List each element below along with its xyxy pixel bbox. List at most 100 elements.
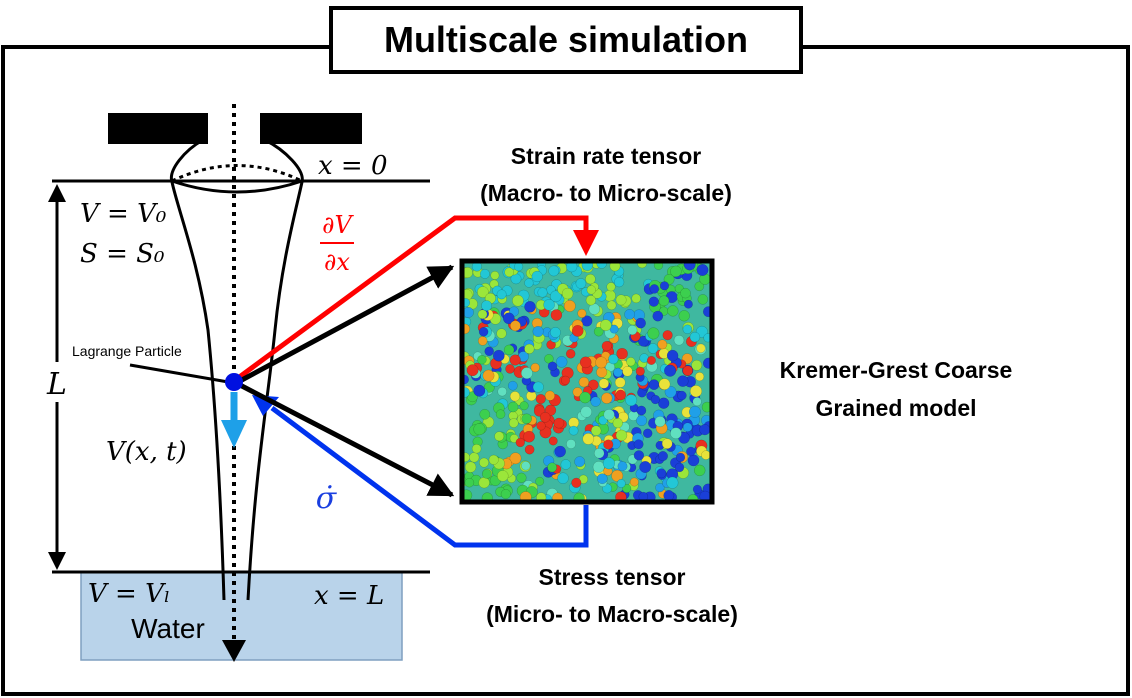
md-bead [702, 357, 710, 369]
md-bead [582, 433, 595, 445]
md-bead [595, 356, 608, 369]
md-bead [509, 391, 521, 402]
md-bead [666, 349, 679, 362]
md-bead [596, 473, 608, 485]
md-bead [664, 364, 677, 377]
jet-ellipse-front [171, 179, 303, 194]
md-bead [514, 263, 524, 272]
center-axis-arrowhead [222, 640, 246, 662]
md-bead [509, 434, 519, 443]
md-bead [699, 424, 710, 436]
md-bead [603, 409, 615, 421]
md-bead [654, 416, 666, 428]
md-bead [482, 369, 495, 382]
md-bead [587, 379, 599, 391]
md-bead [662, 330, 673, 341]
md-bead [492, 349, 505, 362]
md-bead [490, 270, 500, 280]
md-bead [670, 427, 682, 440]
md-bead [502, 312, 515, 325]
md-bead [548, 436, 558, 446]
md-bead [547, 462, 558, 473]
md-bead [549, 290, 562, 303]
md-bead [509, 452, 522, 465]
md-bead [675, 452, 686, 463]
md-bead [658, 378, 671, 391]
md-bead [549, 326, 561, 338]
md-bead [471, 443, 482, 454]
md-bead [658, 397, 670, 409]
md-bead [477, 286, 489, 298]
md-bead [519, 491, 532, 500]
stress-title-line1: Stress tensor [538, 564, 685, 590]
md-bead [561, 287, 574, 300]
md-bead [579, 356, 592, 369]
md-bead [677, 375, 689, 387]
md-bead [648, 296, 659, 307]
md-bead [682, 324, 693, 335]
md-bead [521, 413, 532, 424]
md-bead [536, 421, 546, 431]
md-bead [548, 265, 560, 277]
md-bead [524, 343, 535, 355]
md-bead [550, 309, 563, 321]
md-bead [593, 447, 605, 459]
md-bead [653, 263, 664, 270]
md-bead [508, 418, 519, 428]
md-bead [702, 306, 710, 318]
md-bead [686, 446, 696, 457]
md-bead [585, 295, 597, 306]
md-bead [478, 477, 490, 489]
md-bead [553, 417, 565, 429]
md-bead [682, 365, 693, 376]
md-bead [523, 430, 535, 443]
md-bead [661, 438, 673, 450]
md-bead [488, 454, 499, 465]
md-bead [565, 349, 576, 359]
md-bead [572, 387, 583, 398]
md-bead [520, 367, 533, 380]
md-bead [624, 309, 635, 320]
md-bead [464, 461, 477, 473]
md-bead [571, 477, 582, 488]
md-bead [663, 490, 675, 500]
md-bead [688, 405, 701, 418]
md-bead [626, 357, 636, 367]
md-bead [692, 484, 702, 494]
md-bead [691, 359, 703, 371]
md-bead [647, 343, 659, 354]
md-bead [697, 294, 709, 305]
md-bead [613, 367, 623, 378]
md-bead [696, 343, 706, 353]
md-bead [497, 470, 509, 482]
md-bead [560, 459, 572, 470]
md-bead [606, 282, 616, 292]
strain-dx: ∂x [324, 248, 350, 276]
md-bead [539, 411, 551, 423]
md-bead [524, 301, 536, 313]
md-bead [601, 392, 613, 404]
md-bead [507, 401, 519, 413]
md-bead [578, 376, 590, 388]
md-bead [464, 323, 471, 335]
md-bead [590, 396, 601, 407]
md-bead [505, 364, 515, 374]
md-bead [516, 472, 527, 483]
md-bead [599, 319, 612, 332]
length-label-bg [45, 362, 69, 402]
water-label: Water [131, 613, 205, 644]
md-bead [581, 315, 593, 327]
md-bead [606, 300, 617, 311]
md-bead [496, 328, 507, 339]
connector-arrow-bottom [238, 382, 455, 498]
md-bead [484, 346, 494, 357]
stress-sigma-dot: σ̇ [316, 481, 338, 516]
md-bead [532, 381, 544, 393]
lagrange-pointer [129, 363, 235, 385]
md-bead [657, 451, 668, 462]
md-bead [566, 263, 578, 273]
md-bead [649, 284, 660, 294]
label-x-zero: x = 0 [318, 151, 388, 181]
md-bead [608, 353, 619, 365]
md-bead [568, 425, 579, 436]
